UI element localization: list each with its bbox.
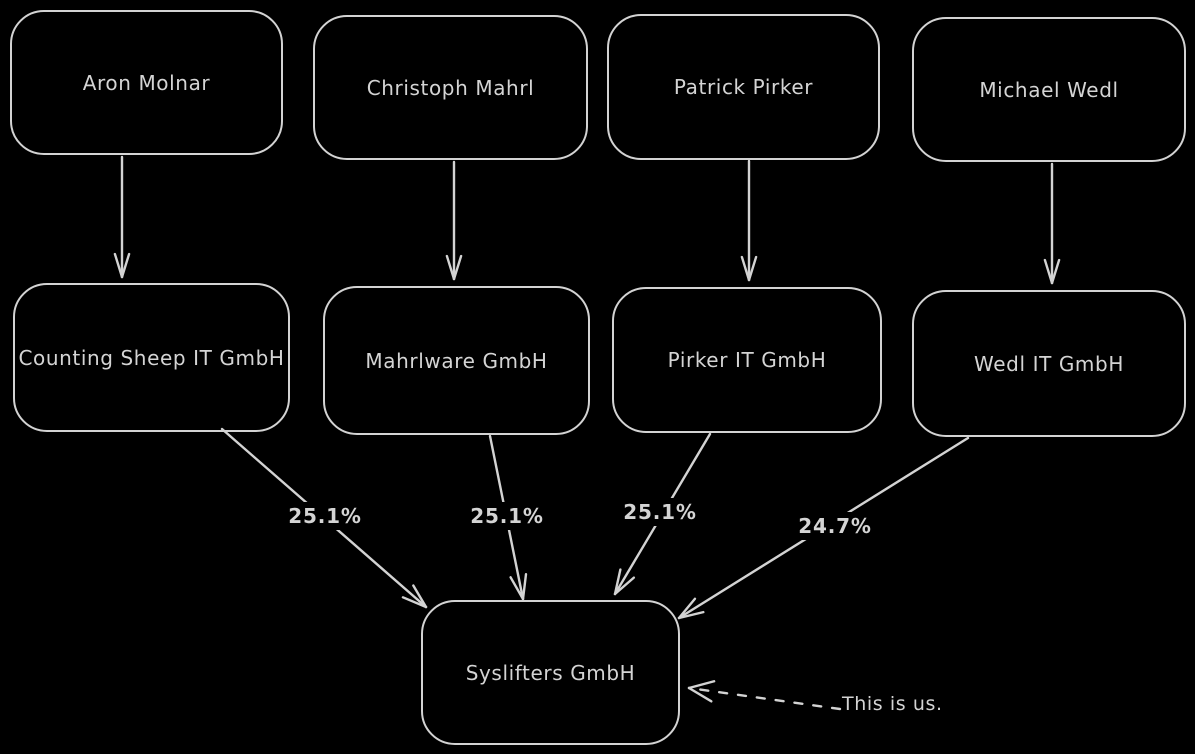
node-label: Wedl IT GmbH — [974, 351, 1124, 376]
node-label: Counting Sheep IT GmbH — [18, 345, 285, 370]
ownership-share-label: 25.1% — [283, 502, 367, 530]
node-label: Michael Wedl — [979, 77, 1119, 102]
arrow-patrick-to-pirker[interactable] — [740, 159, 758, 282]
node-person-patrick-pirker[interactable]: Patrick Pirker — [607, 14, 880, 160]
ownership-share-label: 25.1% — [465, 502, 549, 530]
ownership-share-label: 25.1% — [618, 498, 702, 526]
node-company-mahrlware-gmbh[interactable]: Mahrlware GmbH — [323, 286, 590, 435]
node-label: Aron Molnar — [82, 70, 211, 95]
ownership-share-label: 24.7% — [793, 512, 877, 540]
node-label: Syslifters GmbH — [465, 660, 636, 685]
node-label: Mahrlware GmbH — [365, 348, 548, 373]
arrow-michael-to-wedl[interactable] — [1043, 162, 1061, 285]
node-person-christoph-mahrl[interactable]: Christoph Mahrl — [313, 15, 588, 160]
arrow-aron-to-counting-sheep[interactable] — [113, 155, 131, 279]
node-label: Patrick Pirker — [673, 75, 814, 99]
node-company-counting-sheep-it-gmbh[interactable]: Counting Sheep IT GmbH — [13, 283, 290, 432]
node-company-pirker-it-gmbh[interactable]: Pirker IT GmbH — [612, 287, 882, 433]
node-company-wedl-it-gmbh[interactable]: Wedl IT GmbH — [912, 290, 1186, 437]
node-person-michael-wedl[interactable]: Michael Wedl — [912, 17, 1186, 162]
annotation-text: This is us. — [842, 693, 943, 715]
node-label: Christoph Mahrl — [366, 75, 535, 100]
node-label: Pirker IT GmbH — [667, 348, 827, 372]
node-target-syslifters-gmbh[interactable]: Syslifters GmbH — [421, 600, 680, 745]
arrow-christoph-to-mahrlware[interactable] — [445, 160, 463, 281]
annotation-arrow[interactable] — [687, 680, 842, 711]
node-person-aron-molnar[interactable]: Aron Molnar — [10, 10, 283, 155]
